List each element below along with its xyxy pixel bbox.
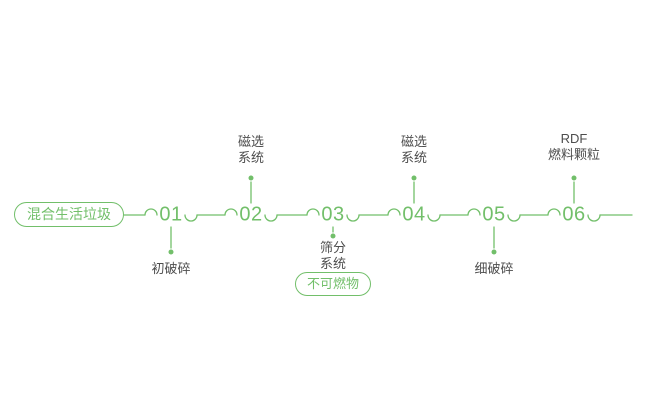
- stem-dot: [491, 249, 497, 255]
- step-label-fine-crushing: 细破碎: [474, 261, 514, 276]
- step-number-04: 04: [402, 203, 426, 226]
- step-label-screening-system: 筛分 系统: [319, 240, 347, 271]
- label-stems: [170, 181, 575, 249]
- step-label-magnetic-separation-2: 磁选 系统: [400, 134, 428, 165]
- stem-dot: [571, 175, 577, 181]
- stem-dot: [248, 175, 254, 181]
- step-number-02: 02: [239, 203, 263, 226]
- step-label-magnetic-separation-1: 磁选 系统: [237, 134, 265, 165]
- step-label-rdf-fuel-pellets: RDF 燃料颗粒: [547, 131, 601, 162]
- step-number-01: 01: [159, 203, 183, 226]
- step-label-primary-crushing: 初破碎: [151, 261, 191, 276]
- stem-dot: [168, 249, 174, 255]
- step-hooks: [144, 208, 601, 222]
- step-number-06: 06: [562, 203, 586, 226]
- start-badge: 混合生活垃圾: [14, 202, 124, 227]
- step-number-05: 05: [482, 203, 506, 226]
- stem-dot: [330, 233, 336, 239]
- stem-dot: [411, 175, 417, 181]
- step-number-03: 03: [321, 203, 345, 226]
- noncombustible-badge: 不可燃物: [294, 272, 372, 296]
